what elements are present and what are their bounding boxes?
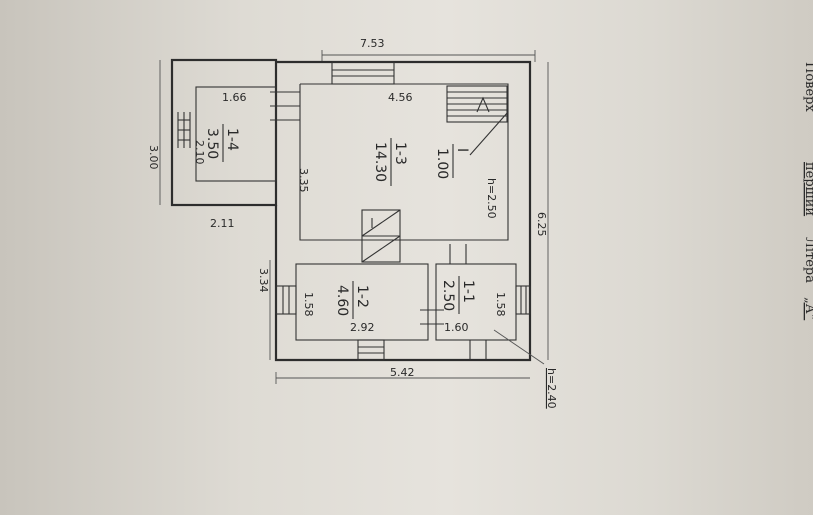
dim-158-left: 1.58 — [302, 292, 315, 317]
dim-160: 1.60 — [444, 321, 469, 334]
caption-letter-value: „А“ — [802, 297, 813, 320]
room-1-1-id: 1-1 — [460, 280, 476, 303]
room-1-4-inner — [195, 86, 277, 182]
dim-211: 2.11 — [210, 217, 235, 230]
inner-door — [420, 244, 467, 325]
height-main: h=2.50 — [485, 178, 498, 219]
top-window — [331, 61, 395, 85]
dim-456: 4.56 — [388, 91, 413, 104]
room-I-label: I 1.00 — [434, 144, 470, 179]
room-1-1-label: 1-1 2.50 — [440, 276, 476, 314]
caption-floor: Поверх — [802, 62, 813, 112]
room-1-3-area: 14.30 — [372, 142, 388, 182]
left-window — [275, 285, 297, 315]
room-1-2-area: 4.60 — [334, 285, 350, 316]
room-1-3-inner — [299, 83, 509, 241]
stairs — [446, 85, 508, 123]
bottom-window — [357, 339, 385, 361]
room-1-4-id: 1-4 — [224, 128, 240, 151]
height-porch: h=2.40 — [545, 368, 558, 409]
caption-floor-value: перший — [802, 162, 813, 216]
sheet-caption: Поверх перший Літера „А“ — [802, 62, 813, 320]
dim-625: 6.25 — [535, 212, 548, 237]
caption-letter: Літера — [802, 237, 813, 283]
room-1-2-id: 1-2 — [354, 285, 370, 308]
dim-542: 5.42 — [390, 366, 415, 379]
room-1-3-id: 1-3 — [392, 142, 408, 165]
room-1-1-area: 2.50 — [440, 280, 456, 311]
dim-300: 3.00 — [147, 145, 160, 170]
porch-leader — [493, 329, 545, 365]
room-I-area: 1.00 — [434, 148, 450, 179]
dim-210: 2.10 — [193, 140, 206, 165]
room-1-2-label: 1-2 4.60 — [334, 281, 370, 319]
stove — [361, 209, 401, 263]
right-window — [515, 285, 531, 315]
annex-window — [177, 112, 191, 148]
room-1-3-label: 1-3 14.30 — [372, 138, 408, 186]
dim-334: 3.34 — [257, 268, 270, 293]
dim-166: 1.66 — [222, 91, 247, 104]
dim-158-right: 1.58 — [494, 292, 507, 317]
annex-door — [270, 91, 300, 121]
dim-top: 7.53 — [360, 37, 385, 50]
room-I-id: I — [454, 148, 470, 152]
corridor-partition — [469, 111, 509, 156]
entrance-door — [469, 340, 487, 360]
dim-292: 2.92 — [350, 321, 375, 334]
room-1-4-area: 3.50 — [204, 128, 220, 159]
dim-335: 3.35 — [297, 168, 310, 193]
room-1-4-label: 1-4 3.50 — [204, 124, 240, 162]
annex-outer-wall — [170, 58, 278, 207]
